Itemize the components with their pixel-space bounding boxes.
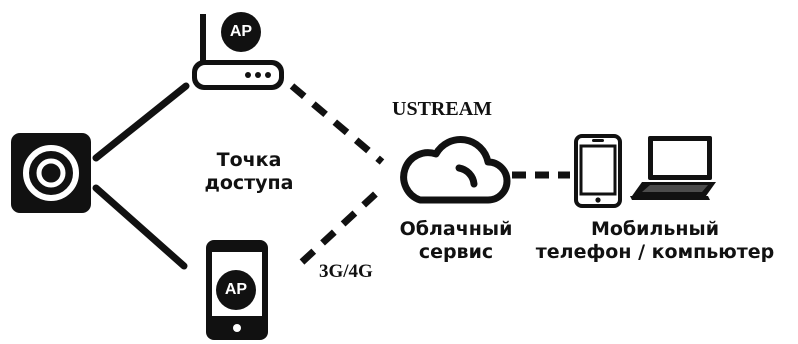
device-label-line1: Мобильный	[590, 218, 720, 240]
access-point-label-line1: Точка	[216, 149, 282, 171]
phone-ap-badge: AP	[216, 270, 256, 310]
access-point-label: Точка доступа	[194, 151, 304, 193]
access-point-label-line2: доступа	[204, 172, 294, 194]
ustream-label: USTREAM	[392, 98, 493, 120]
network-label: 3G/4G	[319, 261, 373, 282]
link-router-cloud	[289, 83, 385, 165]
link-phone-cloud	[299, 185, 385, 265]
cloud-label-line2: сервис	[418, 241, 494, 263]
router-icon	[190, 8, 290, 92]
router-ap-badge: AP	[221, 12, 261, 52]
device-label-line2: телефон / компьютер	[535, 241, 775, 263]
laptop-icon	[630, 134, 722, 206]
cloud-label-line1: Облачный	[399, 218, 513, 240]
link-camera-phone	[92, 184, 188, 270]
camera-icon	[11, 133, 91, 213]
smartphone-icon	[574, 134, 622, 208]
device-label: Мобильный телефон / компьютер	[520, 220, 790, 262]
cloud-label: Облачный сервис	[386, 220, 526, 262]
phone-ap-label: AP	[224, 281, 248, 298]
cloud-icon	[396, 128, 511, 208]
router-ap-label: AP	[229, 23, 253, 40]
connection-links	[92, 82, 570, 270]
link-camera-router	[92, 82, 190, 162]
